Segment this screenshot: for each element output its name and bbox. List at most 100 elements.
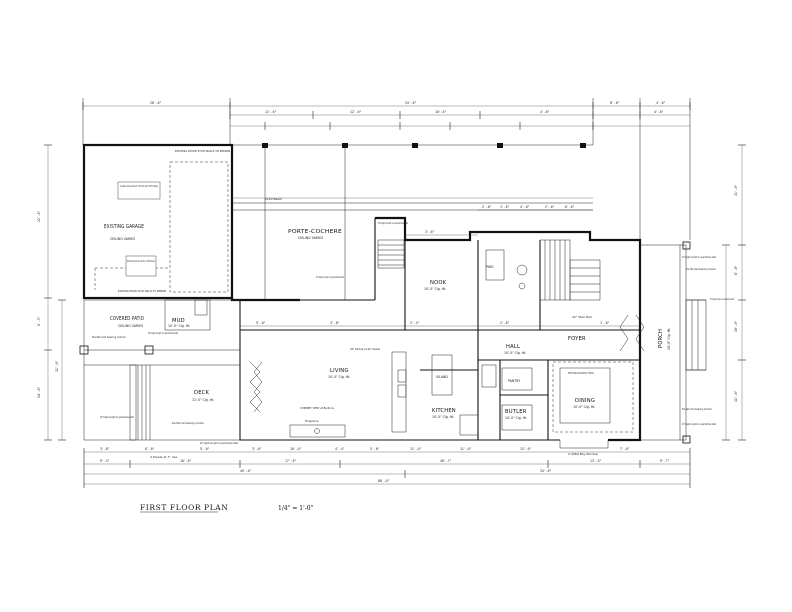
dim-bottom3-1: 45'-0"	[240, 469, 252, 473]
dim-top2-1: 11'-6"	[265, 110, 277, 114]
pwd-label: PWD	[486, 265, 494, 269]
small-dim-4: 4'-0"	[520, 205, 530, 209]
nook: NOOK 10'-0" Clg. Ht. 36" height wrought …	[377, 221, 447, 291]
stair-rail-note: 42" Stair Rail	[572, 315, 592, 319]
nook-sub: 10'-0" Clg. Ht.	[424, 287, 446, 291]
dim-top-4: 4'-6"	[656, 101, 666, 105]
hall-area: HALL 10'-0" Clg. Ht. PWD 42" Stair Rail	[485, 239, 601, 355]
living-room: LIVING 10'-0" Clg. Ht. 42" bartop at 42"…	[249, 347, 380, 438]
left-dimension-lines: 22'-6" 6'-3" 14'-0" 12'-0"	[37, 144, 66, 441]
porch-guard-3: 42" height wrought iron guardrail See de…	[682, 422, 716, 426]
chimney-note: CHIMNEY VENT at Built-ins	[300, 406, 334, 410]
porch: PORCH 10'-0" Clg. Ht. 42" height wrought…	[639, 241, 734, 444]
foyer-label: FOYER	[568, 336, 586, 342]
dim-bottom1-10: 13'-0"	[520, 447, 532, 451]
dim-top-1: 20'-0"	[150, 101, 162, 105]
patio-guard-note: 36" height wrought iron guardrail See de…	[148, 331, 178, 335]
dining-detail-note: SEE FLOOR PLAN DETAIL TYPICAL	[568, 371, 594, 375]
deck-guard-note: 36" height wrought iron guardrail See de…	[100, 415, 134, 419]
dim-bottom1-9: 11'-0"	[460, 447, 472, 451]
small-dim-8: 3'-0"	[330, 321, 340, 325]
fireplace-label: Fireplace	[305, 419, 319, 423]
dim-bottom-total: 80'-0"	[378, 479, 390, 483]
interior-dimensions: 3'-6" 2'-6" 1'-6" 4'-0" 2'-0" 6'-6" 5'-0…	[240, 205, 640, 327]
kitchen-label: KITCHEN	[432, 408, 456, 414]
dining-sub: 10'-0" Clg. Ht.	[573, 405, 595, 409]
dim-bottom2-3: 17'-6"	[285, 459, 297, 463]
porch-guard-2: 36" height wrought iron guardrail See de…	[710, 297, 734, 301]
dim-bottom1-2: 6'-0"	[145, 447, 155, 451]
small-dim-2: 2'-6"	[482, 205, 492, 209]
dim-bottom2-1: 9'-3"	[100, 459, 110, 463]
dim-right-3: 10'-0"	[734, 320, 738, 332]
garage-note-existing: EXISTING WOOD STUD WALLS TO REMAIN	[175, 149, 230, 153]
deck-guard-note-2: 42" height wrought iron guardrail See de…	[200, 441, 238, 445]
pantry-butler-dining: PANTRY BUTLER 10'-0" Clg. Ht. DINING 10'…	[481, 361, 634, 456]
dim-top-2: 34'-0"	[405, 101, 417, 105]
patio-column-note: Pre-fab load bearing Column	[92, 335, 126, 339]
small-dim-3: 1'-6"	[500, 205, 510, 209]
drawing-scale: 1/4" = 1'-0"	[278, 505, 314, 512]
dim-top-3: 8'-6"	[610, 101, 620, 105]
dim-right-1: 31'-0"	[734, 184, 738, 196]
dim-top2-2: 12'-0"	[350, 110, 362, 114]
dim-bottom1-4: 3'-0"	[252, 447, 262, 451]
small-dim-11: 1'-8"	[600, 321, 610, 325]
dim-right-2: 8'-0"	[734, 265, 738, 275]
small-dim-1: 3'-6"	[425, 230, 435, 234]
garage-sub: CEILING VARIES	[110, 237, 135, 241]
right-dimension-lines: 31'-0" 8'-0" 10'-0" 11'-0"	[722, 144, 746, 441]
dim-top2-5: 4'-6"	[654, 110, 664, 114]
deck-sub: 11'-0" Clg. Ht.	[192, 398, 214, 402]
hall-sub: 10'-0" Clg. Ht.	[504, 351, 526, 355]
bay-window-note: 2-3060 Bay Window	[568, 452, 599, 456]
dim-left-1: 22'-6"	[37, 210, 41, 222]
garage-fire-box-2: Wall Dividing Solid Core 1st floor 1 HR …	[127, 259, 155, 263]
dim-bottom1-8: 11'-0"	[410, 447, 422, 451]
small-dim-6: 6'-6"	[565, 205, 575, 209]
mud-sub: 10'-0" Clg. Ht.	[168, 324, 190, 328]
dim-left-3: 14'-0"	[37, 386, 41, 398]
garage-label: EXISTING GARAGE	[104, 224, 144, 230]
nook-label: NOOK	[430, 280, 447, 286]
dim-bottom1-3: 5'-0"	[200, 447, 210, 451]
deck-label: DECK	[194, 390, 209, 396]
dim-right-4: 11'-0"	[734, 390, 738, 402]
small-dim-7: 5'-0"	[256, 321, 266, 325]
deck-column-note: Pre-fab load bearing Column	[172, 421, 204, 425]
porte-cochere-sub: CEILING VARIES	[298, 236, 323, 240]
drawing-title: FIRST FLOOR PLAN	[140, 503, 228, 512]
pantry-label: PANTRY	[508, 379, 520, 383]
dim-bottom2-6: 9'-7"	[660, 459, 670, 463]
island-label: ISLAND	[436, 375, 448, 379]
porch-col-1: Pre-fab load bearing Column	[686, 267, 716, 271]
dim-left-4: 12'-0"	[55, 360, 59, 372]
butler-sub: 10'-0" Clg. Ht.	[505, 416, 527, 420]
dim-bottom3-2: 34'-0"	[540, 469, 552, 473]
patio-deck: COVERED PATIO CEILING VARIES Pre-fab loa…	[79, 299, 241, 459]
living-sub: 10'-0" Clg. Ht.	[328, 375, 350, 379]
dim-bottom2-5: 13'-6"	[590, 459, 602, 463]
dim-left-2: 6'-3"	[37, 316, 41, 326]
porch-col-2: Pre-fab load bearing Column	[682, 407, 712, 411]
kitchen-sub: 10'-0" Clg. Ht.	[432, 415, 454, 419]
tread-note: 4 Treads at 7" rise	[150, 455, 177, 459]
small-dim-5: 2'-0"	[545, 205, 555, 209]
dim-bottom2-2: 10'-0"	[180, 459, 192, 463]
small-dim-10: 2'-8"	[500, 321, 510, 325]
dim-bottom1-7: 5'-6"	[370, 447, 380, 451]
hall-label: HALL	[506, 344, 520, 350]
dim-bottom1-6: 4'-4"	[335, 447, 345, 451]
cochere-guard-note: 42" height wrought iron guardrail See de…	[316, 275, 344, 279]
dim-bottom1-5: 10'-0"	[290, 447, 302, 451]
living-label: LIVING	[330, 368, 349, 374]
porte-cochere: PORTE-COCHERE CEILING VARIES 42" height …	[232, 143, 593, 300]
dim-bottom1-1: 3'-8"	[100, 447, 110, 451]
nook-guard-note: 36" height wrought iron guardrail See de…	[378, 221, 408, 225]
mud-room: MUD 10'-0" Clg. Ht.	[164, 299, 211, 331]
porch-label: PORCH	[658, 329, 664, 348]
porch-sub: 10'-0" Clg. Ht.	[667, 328, 671, 350]
small-dim-9: 2'-4"	[410, 321, 420, 325]
dim-bottom2-4: 40'-7"	[440, 459, 452, 463]
butler-label: BUTLER	[505, 409, 527, 415]
